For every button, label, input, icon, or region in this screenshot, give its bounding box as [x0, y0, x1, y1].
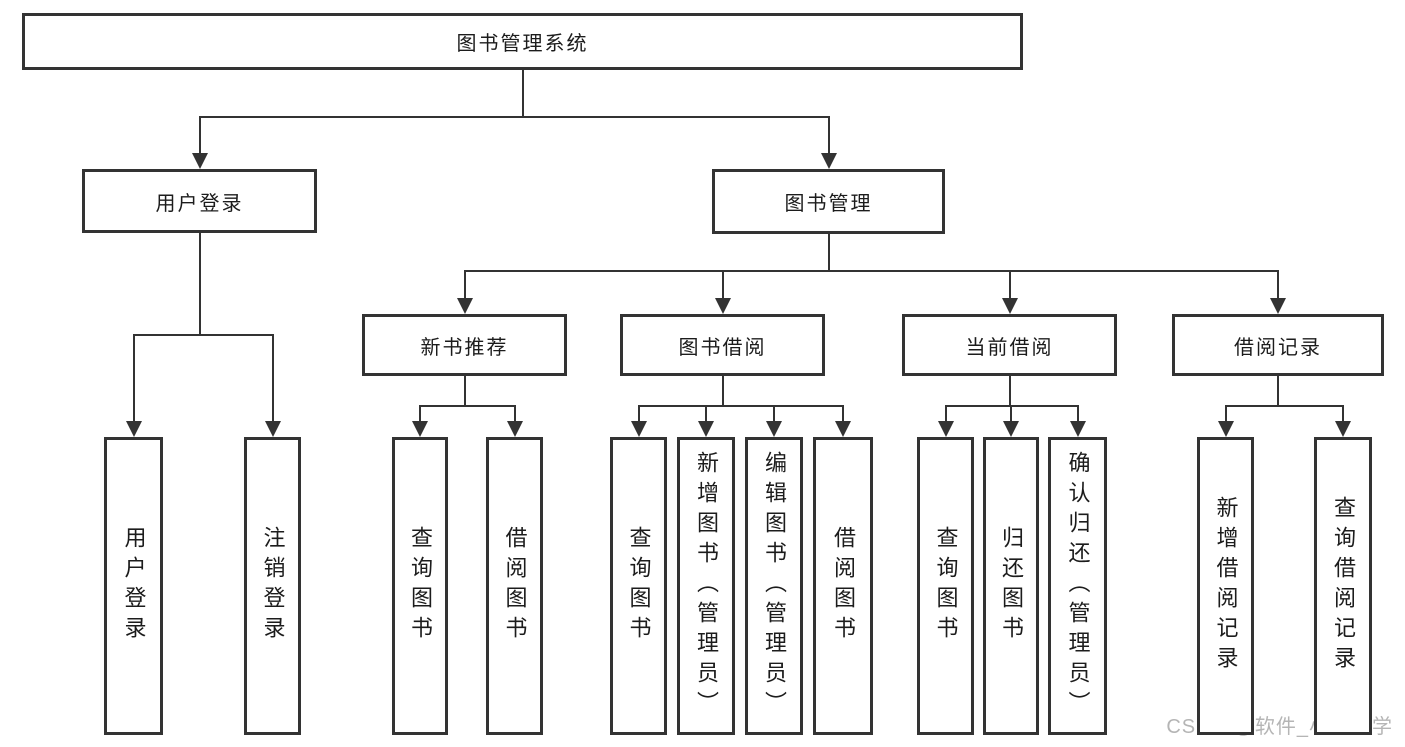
node-leaf-add-borrow-record: 新增借阅记录 [1197, 437, 1254, 735]
connector-stem-new-book-recommend [463, 376, 466, 406]
node-label-leaf-add-borrow-record: 新增借阅记录 [1213, 496, 1239, 676]
node-label-book-management: 图书管理 [784, 193, 873, 215]
node-label-leaf-borrow-book-1: 借阅图书 [502, 526, 528, 646]
arrowhead-icon-leaf-logout [264, 421, 281, 437]
node-leaf-user-login: 用户登录 [104, 437, 163, 735]
arrowhead-icon-leaf-edit-book [766, 421, 782, 437]
node-leaf-query-book-1: 查询图书 [392, 437, 448, 735]
node-leaf-query-book-2: 查询图书 [610, 437, 667, 735]
arrowhead-icon-leaf-borrow-book-1 [506, 421, 523, 437]
connector-stem-root [521, 70, 524, 117]
node-leaf-return-book: 归还图书 [983, 437, 1039, 735]
arrowhead-icon-leaf-confirm-return [1069, 421, 1086, 437]
node-label-leaf-query-book-1: 查询图书 [408, 526, 433, 646]
node-leaf-add-book: 新增图书（管理员） [677, 437, 735, 735]
node-label-leaf-logout: 注销登录 [260, 526, 286, 646]
node-label-leaf-confirm-return: 确认归还（管理员） [1065, 451, 1091, 721]
connector-drop-leaf-user-login [132, 335, 135, 423]
node-label-current-borrow: 当前借阅 [965, 336, 1054, 359]
node-label-new-book-recommend: 新书推荐 [420, 336, 509, 359]
connector-drop-leaf-query-book-3 [944, 406, 947, 423]
connector-drop-book-borrow [721, 271, 724, 300]
connector-bar-user-login [132, 334, 274, 336]
node-user-login: 用户登录 [82, 169, 317, 233]
node-root: 图书管理系统 [22, 13, 1023, 70]
connector-bar-root [198, 116, 830, 118]
connector-drop-leaf-add-borrow-record [1224, 406, 1227, 423]
node-label-leaf-borrow-book-2: 借阅图书 [831, 526, 856, 646]
node-label-leaf-add-book: 新增图书（管理员） [694, 451, 719, 721]
arrowhead-icon-user-login [191, 153, 208, 169]
connector-bar-borrow-record [1224, 405, 1344, 407]
arrowhead-icon-leaf-query-book-1 [412, 421, 428, 437]
node-book-borrow: 图书借阅 [620, 314, 825, 376]
connector-stem-borrow-record [1277, 376, 1279, 406]
node-label-leaf-user-login: 用户登录 [121, 526, 147, 646]
connector-drop-leaf-confirm-return [1076, 406, 1079, 423]
node-leaf-query-borrow-record: 查询借阅记录 [1314, 437, 1372, 735]
node-leaf-edit-book: 编辑图书（管理员） [745, 437, 803, 735]
connector-drop-user-login [198, 117, 201, 155]
node-label-user-login: 用户登录 [155, 192, 244, 215]
arrowhead-icon-book-borrow [714, 298, 731, 314]
arrowhead-icon-leaf-add-borrow-record [1217, 421, 1234, 437]
arrowhead-icon-leaf-borrow-book-2 [835, 421, 851, 437]
arrowhead-icon-leaf-user-login [125, 421, 142, 437]
arrowhead-icon-leaf-return-book [1003, 421, 1019, 437]
node-new-book-recommend: 新书推荐 [362, 314, 567, 376]
node-leaf-borrow-book-2: 借阅图书 [813, 437, 873, 735]
connector-stem-book-borrow [721, 376, 724, 406]
connector-stem-user-login [198, 233, 201, 335]
connector-drop-leaf-logout [271, 335, 274, 423]
connector-bar-book-management [463, 270, 1279, 272]
node-label-book-borrow: 图书借阅 [678, 336, 767, 359]
arrowhead-icon-leaf-add-book [698, 421, 714, 437]
arrowhead-icon-leaf-query-book-3 [937, 421, 954, 437]
connector-drop-new-book-recommend [463, 271, 466, 300]
arrowhead-icon-borrow-record [1270, 298, 1286, 314]
node-label-leaf-query-borrow-record: 查询借阅记录 [1331, 496, 1356, 676]
connector-drop-leaf-borrow-book-1 [513, 406, 516, 423]
connector-bar-book-borrow [637, 405, 844, 407]
node-current-borrow: 当前借阅 [902, 314, 1117, 376]
node-label-leaf-query-book-2: 查询图书 [626, 526, 652, 646]
node-label-leaf-edit-book: 编辑图书（管理员） [762, 451, 787, 721]
connector-drop-leaf-edit-book [773, 406, 775, 423]
connector-drop-leaf-query-book-2 [637, 406, 640, 423]
arrowhead-icon-new-book-recommend [456, 298, 473, 314]
node-borrow-record: 借阅记录 [1172, 314, 1384, 376]
arrowhead-icon-leaf-query-book-2 [630, 421, 647, 437]
connector-drop-borrow-record [1277, 271, 1279, 300]
connector-bar-new-book-recommend [419, 405, 516, 407]
connector-drop-leaf-query-book-1 [419, 406, 421, 423]
connector-drop-current-borrow [1008, 271, 1011, 300]
node-label-leaf-return-book: 归还图书 [999, 526, 1024, 646]
connector-drop-book-management [827, 117, 830, 155]
node-leaf-logout: 注销登录 [244, 437, 301, 735]
node-book-management: 图书管理 [712, 169, 945, 234]
node-label-root: 图书管理系统 [456, 33, 589, 55]
node-label-borrow-record: 借阅记录 [1234, 336, 1322, 359]
connector-drop-leaf-add-book [705, 406, 707, 423]
connector-drop-leaf-return-book [1010, 406, 1012, 423]
arrowhead-icon-current-borrow [1001, 298, 1018, 314]
arrowhead-icon-leaf-query-borrow-record [1335, 421, 1351, 437]
connector-stem-book-management [827, 234, 830, 271]
node-label-leaf-query-book-3: 查询图书 [933, 526, 959, 646]
connector-drop-leaf-borrow-book-2 [842, 406, 844, 423]
node-leaf-confirm-return: 确认归还（管理员） [1048, 437, 1107, 735]
connector-drop-leaf-query-borrow-record [1342, 406, 1344, 423]
node-leaf-borrow-book-1: 借阅图书 [486, 437, 543, 735]
connector-stem-current-borrow [1008, 376, 1011, 406]
arrowhead-icon-book-management [820, 153, 837, 169]
node-leaf-query-book-3: 查询图书 [917, 437, 974, 735]
